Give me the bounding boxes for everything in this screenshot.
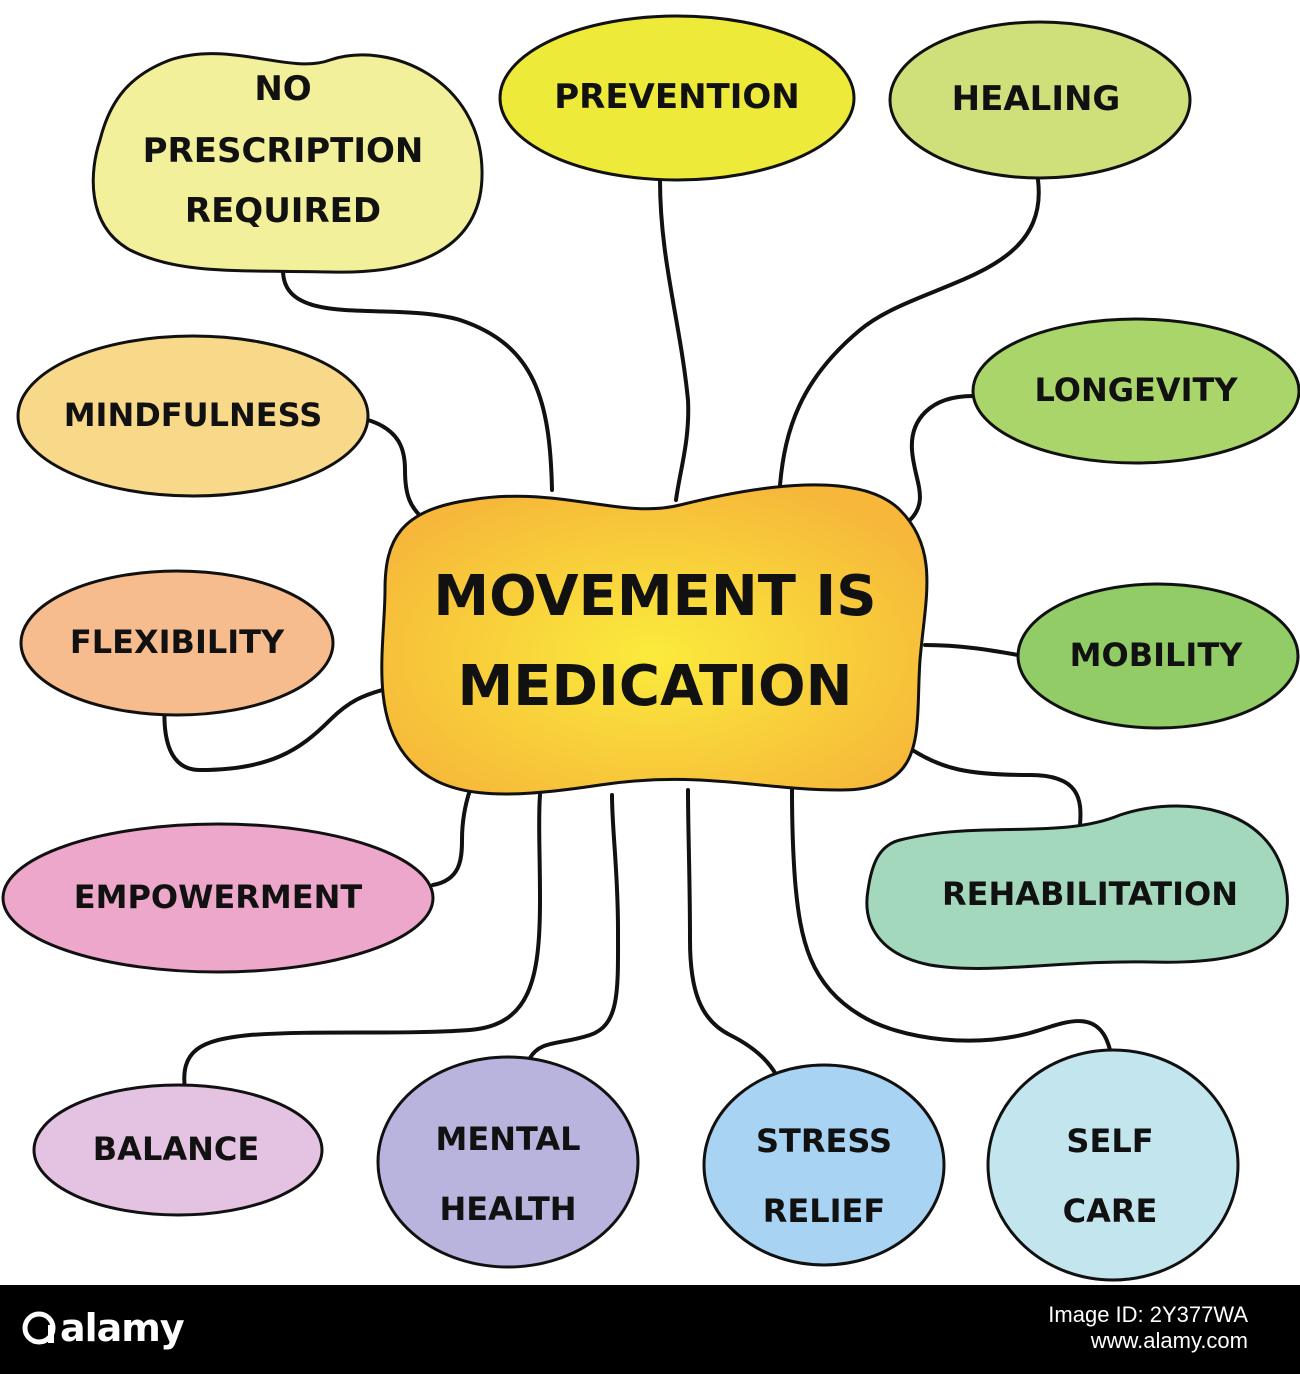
brand-logo-text: alamy bbox=[60, 1306, 185, 1350]
connector-longevity bbox=[908, 394, 975, 522]
connector-healing bbox=[778, 178, 1041, 487]
connector-no-prescription bbox=[281, 268, 554, 492]
node-label-line3: REQUIRED bbox=[185, 191, 381, 231]
node-label: MINDFULNESS bbox=[64, 396, 323, 434]
image-id-caption: Image ID: 2Y377WA www.alamy.com bbox=[1048, 1302, 1248, 1354]
node-label-line1: STRESS bbox=[756, 1122, 892, 1160]
node-shape bbox=[986, 1048, 1240, 1282]
connector-stress-relief bbox=[686, 788, 787, 1102]
mind-map-diagram: MOVEMENT IS MEDICATION NO PRESCRIPTION R… bbox=[1, 14, 1300, 1282]
node-prevention: PREVENTION bbox=[498, 14, 856, 182]
node-mindfulness: MINDFULNESS bbox=[16, 334, 370, 498]
watermark-footer bbox=[0, 1285, 1300, 1374]
connector-flexibility bbox=[162, 688, 384, 773]
node-longevity: LONGEVITY bbox=[971, 317, 1300, 465]
connector-rehabilitation bbox=[903, 743, 1083, 827]
node-empowerment: EMPOWERMENT bbox=[1, 822, 435, 974]
node-stress-relief: STRESS RELIEF bbox=[702, 1063, 946, 1267]
node-label: HEALING bbox=[952, 79, 1121, 119]
node-self-care: SELF CARE bbox=[986, 1048, 1240, 1282]
image-id-line1: Image ID: 2Y377WA bbox=[1048, 1302, 1248, 1327]
node-shape bbox=[498, 14, 856, 182]
node-mobility: MOBILITY bbox=[1016, 582, 1300, 730]
connector-empowerment bbox=[431, 788, 472, 887]
node-rehabilitation: REHABILITATION bbox=[865, 804, 1289, 970]
connector-prevention bbox=[658, 178, 691, 502]
node-shape bbox=[702, 1063, 946, 1267]
node-label-line2: CARE bbox=[1063, 1192, 1158, 1230]
center-title-line2: MEDICATION bbox=[458, 654, 853, 719]
connector-balance bbox=[182, 793, 543, 1092]
node-label: BALANCE bbox=[93, 1130, 259, 1168]
node-label: PREVENTION bbox=[554, 77, 800, 117]
connector-self-care bbox=[790, 788, 1112, 1052]
node-label-line1: MENTAL bbox=[436, 1120, 581, 1158]
connector-mobility bbox=[923, 643, 1020, 657]
node-shape bbox=[971, 317, 1300, 465]
node-label: FLEXIBILITY bbox=[70, 623, 285, 661]
brand-logo: alamy bbox=[22, 1306, 185, 1350]
node-label: LONGEVITY bbox=[1034, 371, 1238, 409]
node-no-prescription-required: NO PRESCRIPTION REQUIRED bbox=[91, 52, 484, 274]
connector-mindfulness bbox=[366, 418, 427, 522]
node-healing: HEALING bbox=[888, 20, 1192, 180]
center-title-line1: MOVEMENT IS bbox=[433, 564, 876, 629]
node-shape bbox=[16, 334, 370, 498]
node-balance: BALANCE bbox=[32, 1083, 324, 1217]
center-node: MOVEMENT IS MEDICATION bbox=[380, 483, 929, 796]
node-flexibility: FLEXIBILITY bbox=[19, 569, 335, 717]
node-shape bbox=[91, 52, 484, 274]
node-shape bbox=[1016, 582, 1300, 730]
node-label: REHABILITATION bbox=[942, 875, 1238, 913]
node-shape bbox=[1, 822, 435, 974]
node-label-line1: NO bbox=[254, 69, 311, 109]
node-label-line1: SELF bbox=[1066, 1122, 1153, 1160]
node-label: EMPOWERMENT bbox=[74, 878, 363, 916]
node-shape bbox=[888, 20, 1192, 180]
node-label-line2: RELIEF bbox=[763, 1192, 886, 1230]
node-shape bbox=[376, 1055, 640, 1269]
image-id-line2: www.alamy.com bbox=[1090, 1328, 1248, 1353]
node-label-line2: PRESCRIPTION bbox=[143, 131, 424, 171]
center-node-shape bbox=[380, 483, 929, 796]
node-mental-health: MENTAL HEALTH bbox=[376, 1055, 640, 1269]
node-label: MOBILITY bbox=[1070, 636, 1243, 674]
node-shape bbox=[19, 569, 335, 717]
node-shape bbox=[865, 804, 1289, 970]
connector-mental-health bbox=[528, 793, 621, 1060]
brand-logo-icon bbox=[22, 1311, 56, 1345]
node-shape bbox=[32, 1083, 324, 1217]
node-label-line2: HEALTH bbox=[439, 1190, 576, 1228]
connector-lines bbox=[162, 178, 1112, 1102]
